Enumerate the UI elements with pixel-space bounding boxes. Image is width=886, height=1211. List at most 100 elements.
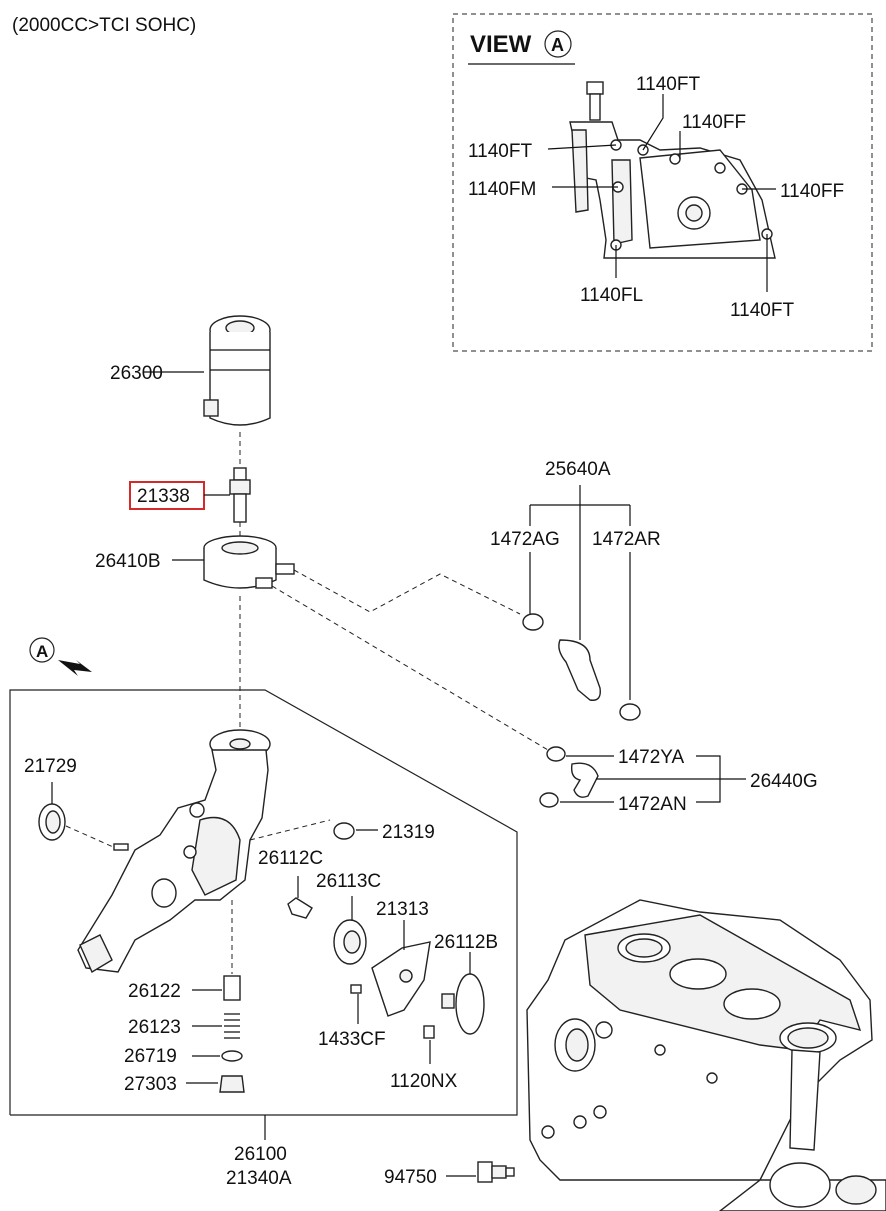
clamp-1472ar xyxy=(619,703,641,721)
bolt-shank xyxy=(233,493,247,523)
label-26123: 26123 xyxy=(128,1017,181,1038)
label-26112c: 26112C xyxy=(258,848,323,869)
pump-rotor-cavity xyxy=(191,816,241,896)
clamp-1472ag xyxy=(522,613,544,631)
bore-3 xyxy=(723,988,781,1020)
bore-4-piston xyxy=(787,1027,829,1049)
dowel-pin xyxy=(113,843,129,851)
view-a-marker-letter: A xyxy=(36,642,48,661)
sensor-stem xyxy=(589,93,601,121)
filter-grip-lines xyxy=(210,349,270,371)
crank-seal-inner xyxy=(565,1028,589,1062)
clamp-1472an xyxy=(539,792,559,808)
label-26300: 26300 xyxy=(110,363,163,384)
view-label-1140ff-right: 1140FF xyxy=(780,181,844,202)
bolt-21338 xyxy=(229,467,251,523)
view-marker-circle xyxy=(544,30,572,58)
leader-1140ft-top xyxy=(642,94,664,151)
sensor-top xyxy=(586,81,604,95)
label-21338: 21338 xyxy=(137,486,190,507)
label-1472ar: 1472AR xyxy=(592,529,661,550)
switch-thread xyxy=(505,1167,515,1177)
label-21340a: 21340A xyxy=(226,1168,292,1189)
block-boss-2 xyxy=(541,1125,555,1139)
switch-hex xyxy=(491,1165,507,1179)
pump-filter-mount-bore xyxy=(229,738,251,750)
view-label-1140ff-top: 1140FF xyxy=(682,112,746,133)
outer-rotor-26113c-center xyxy=(343,930,361,954)
label-1120nx: 1120NX xyxy=(390,1071,458,1092)
label-26440g: 26440G xyxy=(750,771,818,792)
plunger-26122 xyxy=(223,975,241,1001)
label-21729: 21729 xyxy=(24,756,77,777)
view-marker-letter: A xyxy=(551,35,564,55)
block-boss-4 xyxy=(593,1105,607,1119)
cooler-center xyxy=(221,541,259,555)
bore-1-piston xyxy=(625,938,663,958)
axis-seal-pump xyxy=(65,825,121,851)
label-26122: 26122 xyxy=(128,981,181,1002)
view-a-inset: VIEW A 1140F xyxy=(452,13,873,352)
pump-boss-2 xyxy=(183,845,197,859)
leader-1140ft-left xyxy=(547,144,617,150)
pump-assembly-frame xyxy=(9,689,518,1116)
oring-21319 xyxy=(333,822,355,840)
label-21319: 21319 xyxy=(382,822,435,843)
oil-cooler-26410b xyxy=(203,535,295,589)
hose-route-lower xyxy=(271,585,549,751)
label-26112b: 26112B xyxy=(434,932,498,953)
bolt-d xyxy=(714,162,726,174)
hose-26440g xyxy=(570,762,599,798)
block-boss-1 xyxy=(595,1021,613,1039)
pump-center-hub xyxy=(685,204,703,222)
bore-2 xyxy=(669,958,727,990)
gear-26112b xyxy=(455,973,485,1035)
bolt-collar xyxy=(229,479,251,495)
view-a-marker-circle xyxy=(29,637,55,663)
engine-block xyxy=(526,899,886,1211)
axis-rotor xyxy=(249,819,331,841)
flywheel xyxy=(769,1162,831,1208)
view-label-1140ft-top: 1140FT xyxy=(636,74,700,95)
hose-25640a xyxy=(558,639,601,701)
filter-can xyxy=(209,332,271,426)
cooler-port-2 xyxy=(255,577,273,589)
gear-26112b-hub xyxy=(441,993,455,1009)
plug-27303 xyxy=(219,1075,245,1093)
view-title: VIEW xyxy=(470,31,532,58)
oil-pump-front-view xyxy=(569,81,776,259)
cover-21313-hub xyxy=(399,969,413,983)
spring-26123 xyxy=(224,1013,240,1039)
block-boss-5 xyxy=(654,1044,666,1056)
pump-crank-bore xyxy=(151,878,177,908)
gasket-26719 xyxy=(221,1050,243,1062)
bolt-head xyxy=(233,467,247,481)
pump-foot xyxy=(79,934,113,974)
block-boss-3 xyxy=(573,1115,587,1129)
view-label-1140fl: 1140FL xyxy=(580,285,643,306)
label-27303: 27303 xyxy=(124,1074,177,1095)
label-21313: 21313 xyxy=(376,899,429,920)
switch-body xyxy=(477,1161,493,1183)
bolt-1120nx xyxy=(423,1025,435,1039)
crank-pulley xyxy=(835,1175,877,1205)
engine-spec-label: (2000CC>TCI SOHC) xyxy=(12,15,196,36)
label-1433cf: 1433CF xyxy=(318,1029,386,1050)
label-25640a: 25640A xyxy=(545,459,611,480)
pin-1433cf xyxy=(350,984,362,994)
label-26100: 26100 xyxy=(234,1144,287,1165)
view-a-arrow xyxy=(58,660,92,676)
connecting-rod xyxy=(789,1049,821,1151)
view-label-1140ft-left: 1140FT xyxy=(468,141,532,162)
pump-side-rib xyxy=(611,159,633,245)
label-94750: 94750 xyxy=(384,1167,437,1188)
inner-rotor-26112c xyxy=(287,897,313,919)
seal-21729-inner xyxy=(45,810,61,834)
bolt-c xyxy=(669,153,681,165)
oil-pressure-switch-94750 xyxy=(477,1161,515,1183)
view-inset-border xyxy=(452,13,873,352)
label-1472ya: 1472YA xyxy=(618,747,685,768)
oil-neck xyxy=(571,129,589,213)
